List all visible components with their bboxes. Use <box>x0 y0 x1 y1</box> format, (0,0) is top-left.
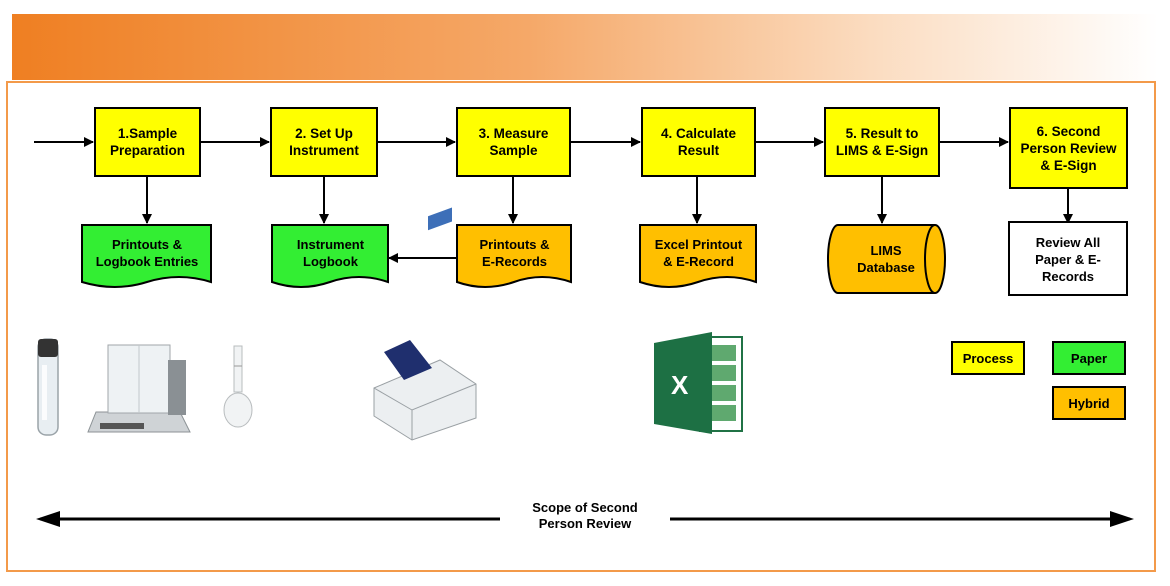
record-shape-1 <box>81 224 212 288</box>
record-1-label: Printouts &Logbook Entries <box>82 228 212 278</box>
analytical-balance-icon <box>87 344 191 433</box>
record-shape-3 <box>456 224 572 288</box>
record-1-text: Printouts &Logbook Entries <box>95 237 199 269</box>
scope-arrow-left-head <box>36 511 60 527</box>
header-band <box>12 14 1158 80</box>
record-shape-4 <box>639 224 757 288</box>
record-shape-2 <box>271 224 389 288</box>
cylinder-end <box>924 224 936 294</box>
diagram-frame <box>6 81 1156 572</box>
legend-process-label: Process <box>962 350 1014 366</box>
legend-hybrid: Hybrid <box>1052 386 1126 420</box>
record-3-label: Printouts &E-Records <box>457 228 572 278</box>
legend-paper: Paper <box>1052 341 1126 375</box>
scope-arrow-right-head <box>1110 511 1134 527</box>
record-shape-6 <box>1008 221 1128 296</box>
legend-process: Process <box>951 341 1025 375</box>
volumetric-flask-icon <box>223 345 253 428</box>
excel-icon: X <box>654 332 743 434</box>
svg-text:X: X <box>671 370 689 400</box>
legend-hybrid-label: Hybrid <box>1068 395 1110 411</box>
test-tube-icon <box>37 338 59 436</box>
record-4-label: Excel Printout& E-Record <box>640 228 757 278</box>
record-3-text: Printouts &E-Records <box>479 237 550 269</box>
legend-paper-label: Paper <box>1070 350 1108 366</box>
record-4-text: Excel Printout& E-Record <box>654 237 743 269</box>
spectrophotometer-icon <box>373 207 477 441</box>
